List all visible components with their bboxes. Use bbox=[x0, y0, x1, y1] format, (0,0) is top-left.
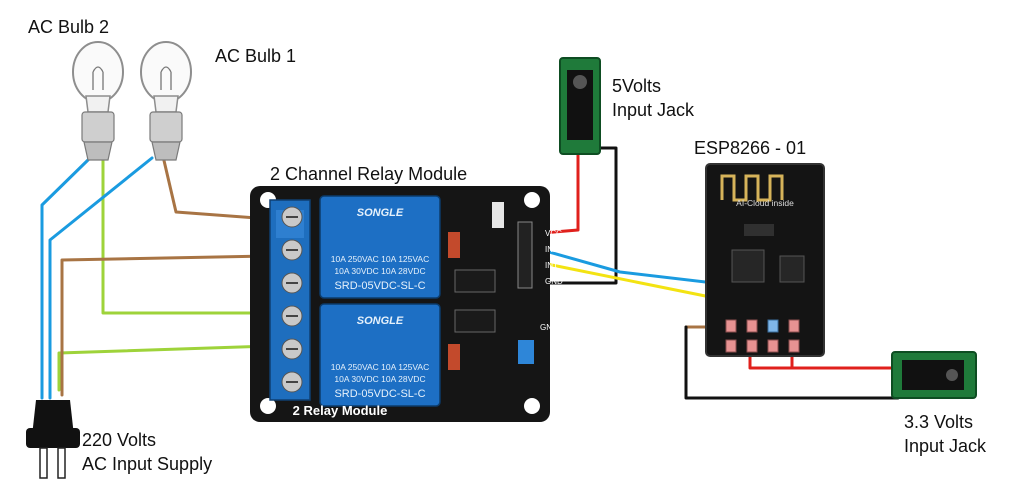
jack-5v bbox=[559, 57, 601, 155]
wire-bulb1-live bbox=[160, 150, 258, 220]
relay-k2: SONGLE 10A 250VAC 10A 125VAC 10A 30VDC 1… bbox=[319, 195, 441, 299]
label-3v3-line1: 3.3 Volts bbox=[904, 412, 973, 432]
label-relay-module: 2 Channel Relay Module bbox=[270, 164, 467, 184]
terminal-block bbox=[269, 199, 311, 401]
label-5v-line1: 5Volts bbox=[612, 76, 661, 96]
wire-bulb2-switched bbox=[101, 158, 272, 315]
relay-brand-k2: SONGLE bbox=[357, 207, 404, 219]
relay-model-k2: SRD-05VDC-SL-C bbox=[334, 280, 425, 292]
wire-5v-gnd bbox=[540, 146, 618, 285]
relay-spec2-k1: 10A 30VDC 10A 28VDC bbox=[334, 374, 425, 384]
relay-k1: SONGLE 10A 250VAC 10A 125VAC 10A 30VDC 1… bbox=[319, 303, 441, 407]
esp8266-board: AI-Cloud inside bbox=[705, 163, 825, 357]
relay-footer-label: 2 Relay Module bbox=[293, 403, 388, 418]
label-5v-line2: Input Jack bbox=[612, 100, 695, 120]
jack-3v3 bbox=[891, 351, 977, 399]
label-3v3-line2: Input Jack bbox=[904, 436, 987, 456]
label-ac-bulb-2: AC Bulb 2 bbox=[28, 17, 109, 37]
wire-bulb1-neutral bbox=[48, 156, 154, 400]
pin-label-in2: IN2 bbox=[545, 245, 558, 254]
label-esp8266: ESP8266 - 01 bbox=[694, 138, 806, 158]
label-supply-line2: AC Input Supply bbox=[82, 454, 212, 474]
wire-bulb2-neutral bbox=[40, 158, 90, 400]
ac-bulb-2 bbox=[72, 41, 124, 161]
labels: AC Bulb 2 AC Bulb 1 2 Channel Relay Modu… bbox=[28, 17, 987, 474]
esp-shield-text: AI-Cloud inside bbox=[736, 198, 794, 208]
relay-spec2-k2: 10A 30VDC 10A 28VDC bbox=[334, 266, 425, 276]
relay-spec1-k2: 10A 250VAC 10A 125VAC bbox=[331, 254, 429, 264]
label-ac-bulb-1: AC Bulb 1 bbox=[215, 46, 296, 66]
wire-supply-switched bbox=[57, 344, 274, 392]
relay-spec1-k1: 10A 250VAC 10A 125VAC bbox=[331, 362, 429, 372]
relay-model-k1: SRD-05VDC-SL-C bbox=[334, 388, 425, 400]
relay-header-pins: VCC IN2 IN1 GND GND bbox=[517, 221, 563, 364]
ac-bulb-1 bbox=[140, 41, 192, 161]
pin-label-vcc: VCC bbox=[545, 229, 562, 238]
jumper-label: GND bbox=[540, 323, 558, 332]
relay-module: SONGLE 10A 250VAC 10A 125VAC 10A 30VDC 1… bbox=[250, 186, 563, 422]
label-supply-line1: 220 Volts bbox=[82, 430, 156, 450]
pin-label-gnd: GND bbox=[545, 277, 563, 286]
wire-5v-vcc bbox=[540, 148, 580, 235]
ac-plug bbox=[26, 400, 80, 479]
wire-supply-live bbox=[60, 254, 272, 397]
esp-pins bbox=[725, 319, 800, 353]
relay-brand-k1: SONGLE bbox=[357, 315, 404, 327]
pin-label-in1: IN1 bbox=[545, 261, 558, 270]
